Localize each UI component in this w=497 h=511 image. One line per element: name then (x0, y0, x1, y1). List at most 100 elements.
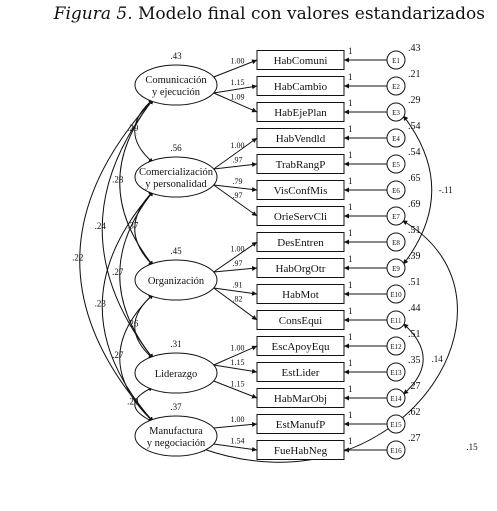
error-term (386, 232, 406, 252)
error-covariances (200, 115, 458, 463)
latent-factor (134, 156, 218, 198)
latent-label: Organización (148, 276, 205, 287)
indicator-box (256, 180, 345, 200)
loading-value: 1.00 (231, 245, 245, 254)
correlation-value: .29 (127, 123, 139, 133)
error-path-value: 1 (348, 124, 353, 134)
latent-factor (134, 64, 218, 106)
indicator-label: HabCambio (274, 81, 328, 93)
error-path-value: 1 (348, 306, 353, 316)
figure-title: Modelo final con valores estandarizados (138, 4, 485, 24)
indicator-box (256, 232, 345, 252)
correlation-arrow (134, 98, 154, 164)
indicator-box (256, 362, 345, 382)
loading-arrow (213, 287, 258, 321)
error-label: E11 (390, 317, 402, 325)
error-path-value: 1 (348, 202, 353, 212)
error-term (386, 128, 406, 148)
error-path-value: 1 (348, 150, 353, 160)
error-path-value: 1 (348, 228, 353, 238)
indicator-box (256, 258, 345, 278)
factor-loadings (213, 59, 258, 452)
figure-caption: Figura 5. Modelo final con valores estan… (0, 4, 497, 24)
loading-value: .79 (233, 177, 243, 186)
error-term (386, 336, 406, 356)
error-label: E2 (392, 83, 400, 91)
correlation-value: .28 (112, 175, 124, 185)
latent-factor (134, 352, 218, 394)
indicator-box (256, 310, 345, 330)
error-path-value: 1 (348, 280, 353, 290)
indicator-label: HabOrgOtr (276, 263, 326, 275)
loading-arrow (213, 265, 258, 273)
error-label: E8 (392, 239, 400, 247)
indicator-box (256, 154, 345, 174)
correlation-arrow (101, 190, 154, 423)
indicator-label: HabMot (282, 289, 319, 301)
correlation-arrow (119, 293, 154, 423)
latent-r-squared: .37 (170, 402, 182, 412)
error-label: E14 (390, 395, 402, 403)
r-squared-value: .43 (408, 43, 421, 54)
indicator-box (256, 102, 345, 122)
indicator-label: EstLider (282, 367, 320, 379)
error-term (386, 284, 406, 304)
indicator-label: HabEjePlan (274, 107, 327, 119)
indicator-box (256, 206, 345, 226)
error-term (386, 440, 406, 460)
loading-value: 1.15 (231, 78, 245, 87)
r-squared-value: .51 (408, 277, 421, 288)
loading-arrow (213, 421, 258, 429)
correlation-value: .27 (112, 267, 124, 277)
r-squared-value: .65 (408, 173, 421, 184)
correlation-value: .24 (95, 221, 107, 231)
latent-label: Comercialización (139, 167, 214, 178)
error-path-value: 1 (348, 254, 353, 264)
error-term (386, 388, 406, 408)
error-path-value: 1 (348, 72, 353, 82)
indicator-label: HabComuni (274, 55, 328, 67)
error-label: E7 (392, 213, 400, 221)
error-path-value: 1 (348, 358, 353, 368)
indicator-box (256, 284, 345, 304)
covariance-arrow (402, 115, 433, 265)
loading-value: 1.00 (231, 57, 245, 66)
covariance-value: .14 (432, 354, 444, 364)
indicator-label: TrabRangP (276, 159, 326, 171)
latent-factor (134, 415, 218, 457)
error-path-value: 1 (348, 332, 353, 342)
loading-value: .91 (233, 280, 243, 289)
indicator-label: OrieServCli (274, 211, 327, 223)
error-label: E5 (392, 161, 400, 169)
correlation-arrow (79, 98, 154, 423)
indicator-box (256, 50, 345, 70)
indicator-label: EstManufP (276, 419, 326, 431)
error-path-value: 1 (348, 384, 353, 394)
loading-arrow (213, 380, 258, 399)
error-label: E10 (390, 291, 402, 299)
indicator-box (256, 128, 345, 148)
correlation-value: .22 (72, 253, 83, 263)
error-term (386, 50, 406, 70)
loading-arrow (213, 59, 258, 78)
error-term (386, 414, 406, 434)
error-path-value: 1 (348, 410, 353, 420)
loading-arrow (213, 84, 258, 94)
indicator-box (256, 414, 345, 434)
loading-arrow (213, 287, 258, 296)
loading-value: 1.15 (231, 379, 245, 388)
error-term (386, 258, 406, 278)
error-path-value: 1 (348, 176, 353, 186)
figure-number: Figura 5. (53, 4, 133, 24)
covariance-arrow (402, 323, 424, 395)
r-squared-value: .39 (408, 251, 421, 262)
error-label: E15 (390, 421, 402, 429)
loading-arrow (213, 184, 258, 217)
r-squared-value: .54 (408, 147, 421, 158)
latent-correlations (79, 98, 154, 423)
error-term (386, 362, 406, 382)
loading-value: 1.54 (231, 436, 245, 445)
